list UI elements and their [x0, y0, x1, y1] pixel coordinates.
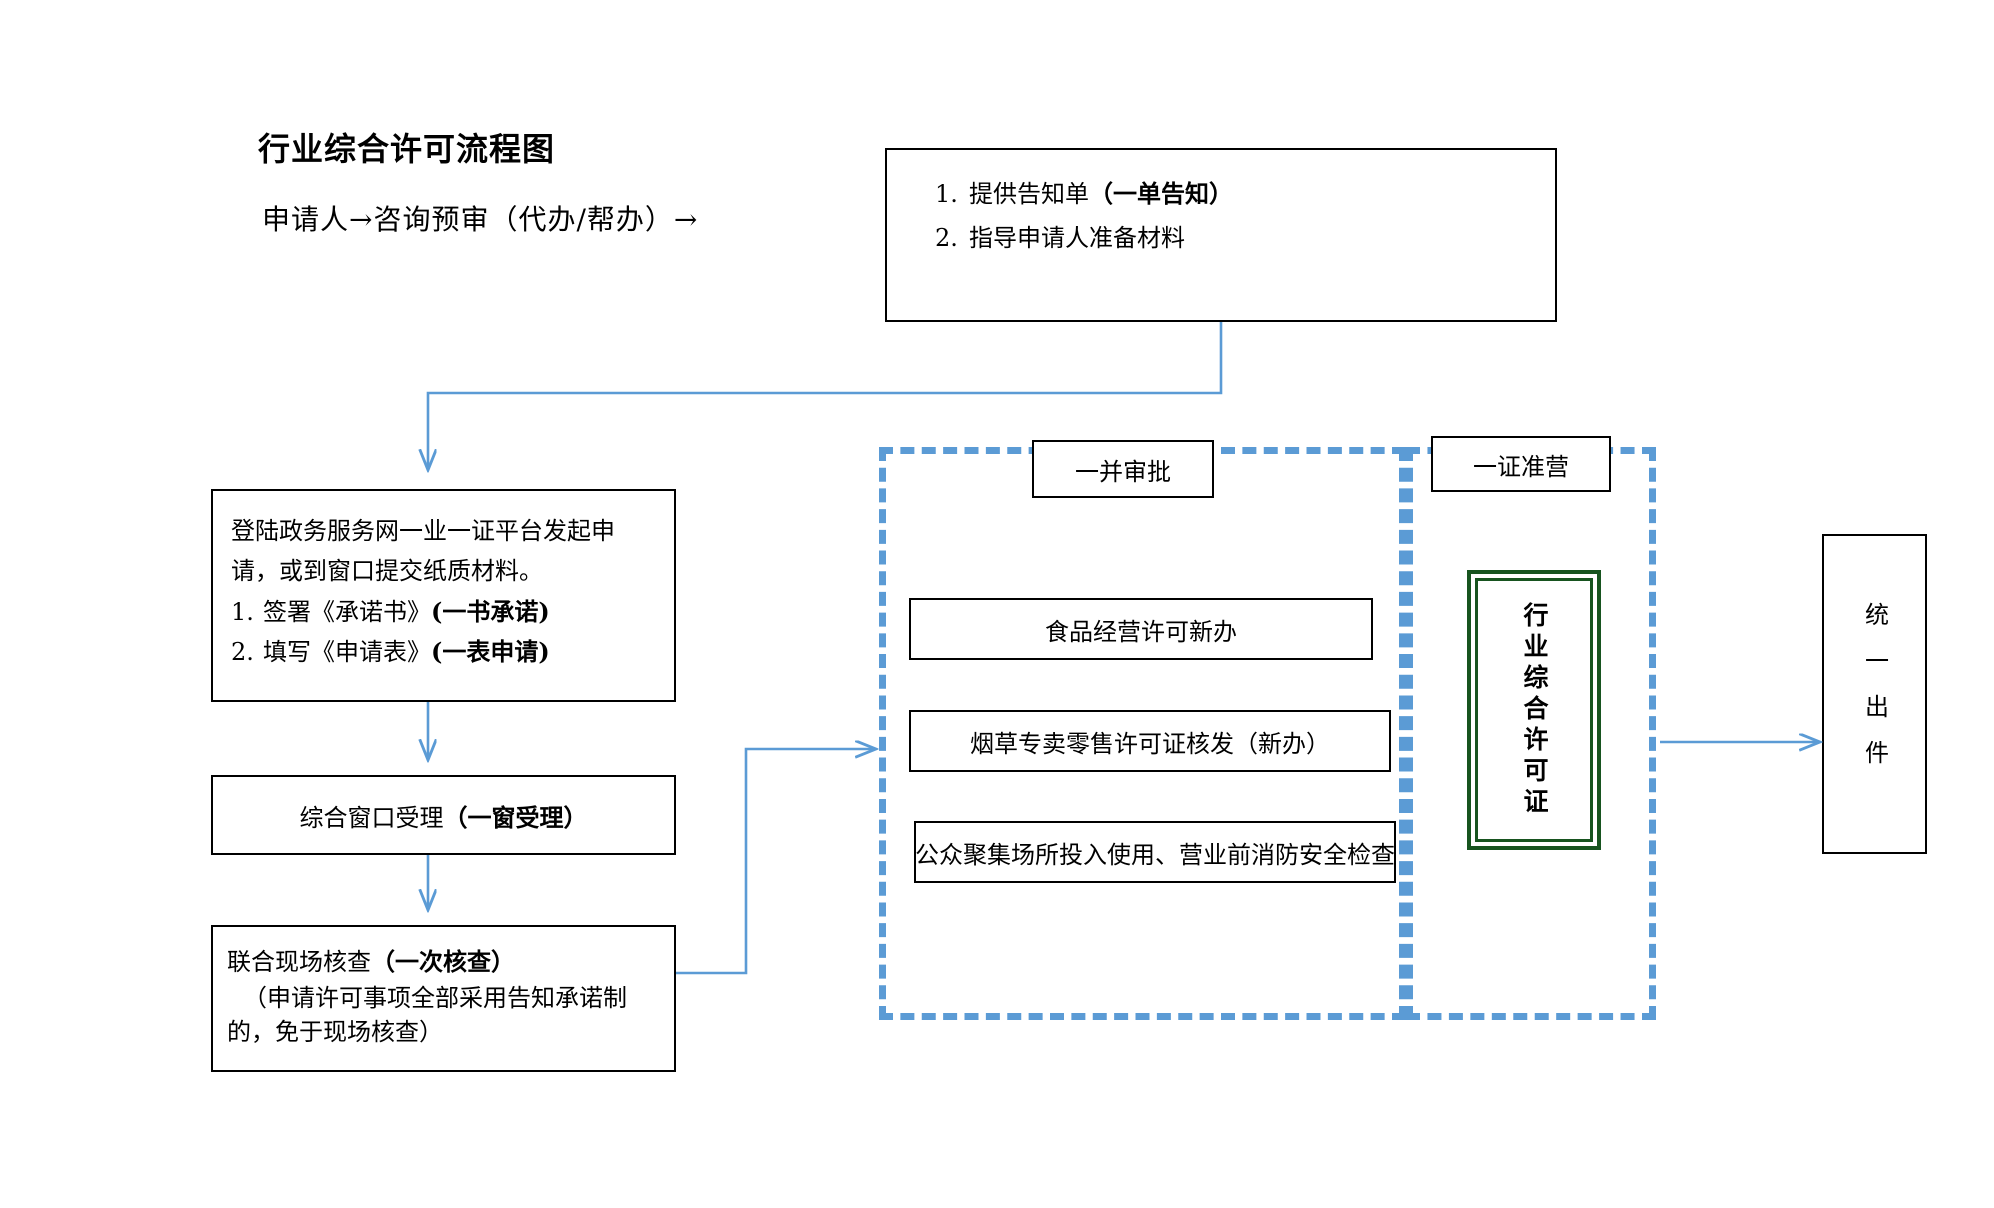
notice-item-number: 2. — [935, 224, 958, 253]
approval-item-text: 烟草专卖零售许可证核发（新办） — [970, 729, 1330, 758]
application-item-number: 2. — [231, 637, 254, 666]
approval-item-box: 烟草专卖零售许可证核发（新办） — [909, 710, 1391, 772]
joint-approval-label: 一并审批 — [1032, 440, 1214, 498]
certificate-text: 行业综合许可证 — [1520, 601, 1549, 819]
approval-item-box: 食品经营许可新办 — [909, 598, 1373, 660]
one-certificate-label-text: 一证准营 — [1473, 452, 1569, 481]
notice-item-number: 1. — [935, 180, 958, 208]
notice-item-text: 提供告知单 — [969, 180, 1089, 208]
window-acceptance-text: 综合窗口受理 — [299, 803, 444, 832]
application-box: 登陆政务服务网一业一证平台发起申请，或到窗口提交纸质材料。 1. 签署《承诺书》(… — [211, 489, 676, 702]
joint-inspection-note: （申请许可事项全部采用告知承诺制的，免于现场核查） — [227, 984, 627, 1047]
joint-inspection-emphasis: （一次核查） — [371, 947, 515, 976]
application-item: 2. 填写《申请表》(一表申请) — [231, 632, 656, 672]
industry-permit-certificate: 行业综合许可证 — [1467, 570, 1601, 850]
page-subtitle: 申请人→咨询预审（代办/帮办）→ — [262, 203, 699, 236]
window-acceptance-box: 综合窗口受理（一窗受理） — [211, 775, 676, 855]
joint-approval-label-text: 一并审批 — [1075, 457, 1171, 486]
application-item: 1. 签署《承诺书》(一书承诺) — [231, 592, 656, 632]
notice-item-emphasis: （一单告知） — [1089, 179, 1233, 208]
notice-item: 2. 指导申请人准备材料 — [935, 216, 1555, 260]
application-item-text: 签署《承诺书》 — [263, 597, 431, 626]
application-item-emphasis: (一书承诺) — [431, 596, 550, 626]
certificate-inner-border: 行业综合许可证 — [1475, 578, 1593, 842]
application-item-emphasis: (一表申请) — [431, 636, 550, 666]
application-paragraph: 登陆政务服务网一业一证平台发起申请，或到窗口提交纸质材料。 — [231, 517, 615, 586]
unified-output-text: 统一出件 — [1860, 602, 1889, 786]
notice-item-text: 指导申请人准备材料 — [969, 224, 1185, 253]
approval-item-text: 食品经营许可新办 — [1045, 617, 1237, 646]
connector-topbox-to-apply — [428, 322, 1223, 470]
unified-output-box: 统一出件 — [1822, 534, 1927, 854]
application-item-text: 填写《申请表》 — [263, 637, 431, 666]
one-certificate-label: 一证准营 — [1431, 436, 1611, 492]
window-acceptance-emphasis: （一窗受理） — [443, 802, 588, 832]
application-item-number: 1. — [231, 597, 254, 626]
approval-item-box: 公众聚集场所投入使用、营业前消防安全检查 — [914, 821, 1396, 883]
page-title: 行业综合许可流程图 — [258, 130, 556, 168]
joint-inspection-text: 联合现场核查 — [227, 948, 371, 976]
notice-item: 1. 提供告知单（一单告知） — [935, 172, 1555, 216]
joint-inspection-title: 联合现场核查（一次核查） — [227, 943, 660, 981]
window-acceptance-line: 综合窗口受理（一窗受理） — [300, 798, 588, 833]
joint-inspection-box: 联合现场核查（一次核查） （申请许可事项全部采用告知承诺制的，免于现场核查） — [211, 925, 676, 1072]
notice-box: 1. 提供告知单（一单告知） 2. 指导申请人准备材料 — [885, 148, 1557, 322]
approval-item-text: 公众聚集场所投入使用、营业前消防安全检查 — [915, 840, 1395, 869]
connector-inspect-to-approval — [676, 749, 876, 975]
